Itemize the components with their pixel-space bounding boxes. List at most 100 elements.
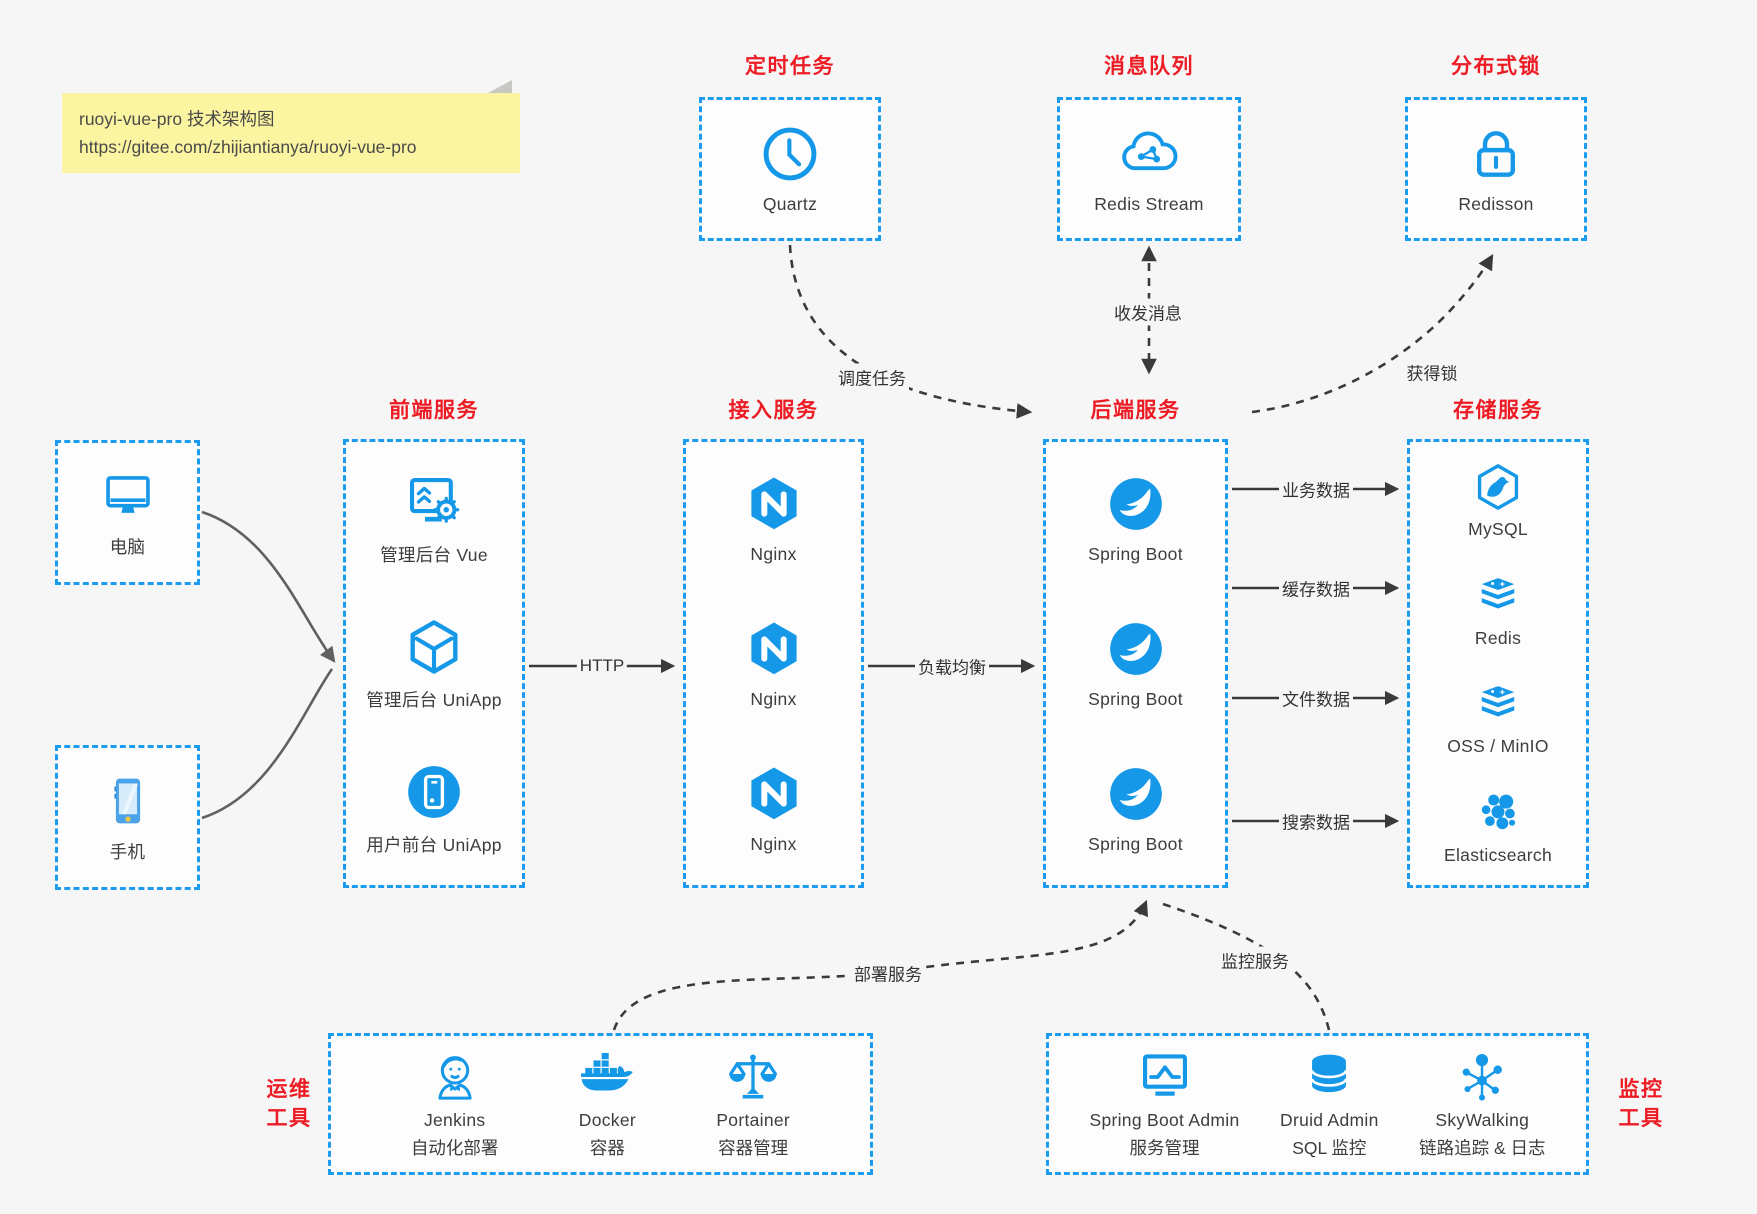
edge-label-search-data: 搜索数据 bbox=[1279, 807, 1353, 835]
node-label: MySQL bbox=[1468, 518, 1528, 539]
scales-icon bbox=[729, 1054, 778, 1099]
edge-label-monitor: 监控服务 bbox=[1218, 946, 1292, 974]
node-pc: 电脑 bbox=[99, 467, 157, 559]
distributed-lock-box: Redisson bbox=[1405, 97, 1587, 241]
node-label: Redisson bbox=[1458, 194, 1534, 214]
node-oss-minio: OSS / MinIO bbox=[1447, 678, 1549, 757]
padlock-icon bbox=[1476, 131, 1515, 177]
monitoring-tools-title: 监控 工具 bbox=[1618, 1078, 1664, 1130]
note-title: ruoyi-vue-pro 技术架构图 bbox=[79, 109, 275, 129]
edge-label-cache-data: 缓存数据 bbox=[1279, 574, 1353, 602]
nginx-icon bbox=[750, 622, 797, 674]
node-label: 电脑 bbox=[109, 536, 146, 557]
ops-tools-box: Jenkins 自动化部署 Docker 容器 bbox=[328, 1033, 873, 1175]
node-label: Elasticsearch bbox=[1444, 845, 1552, 866]
edge-label-acquire-lock: 获得锁 bbox=[1403, 358, 1461, 386]
node-phone: 手机 bbox=[99, 772, 157, 864]
elasticsearch-icon bbox=[1481, 794, 1516, 830]
node-springboot-3: Spring Boot bbox=[1088, 763, 1183, 855]
node-sublabel: 容器 bbox=[589, 1138, 625, 1158]
node-admin-uniapp: 管理后台 UniApp bbox=[366, 616, 502, 712]
node-jenkins: Jenkins 自动化部署 bbox=[410, 1048, 499, 1160]
node-graph-icon bbox=[1462, 1054, 1503, 1101]
node-label: Spring Boot Admin bbox=[1089, 1110, 1240, 1130]
node-docker: Docker 容器 bbox=[578, 1048, 636, 1160]
group-title-frontend: 前端服务 bbox=[389, 399, 479, 422]
node-druid-admin: Druid Admin SQL 监控 bbox=[1280, 1048, 1379, 1160]
docker-whale-icon bbox=[581, 1052, 634, 1091]
nginx-icon bbox=[750, 477, 797, 529]
node-nginx-2: Nginx bbox=[743, 618, 805, 710]
node-mysql: MySQL bbox=[1468, 461, 1528, 540]
edge-schedule-task bbox=[788, 244, 1033, 419]
node-sublabel: 自动化部署 bbox=[410, 1138, 499, 1158]
edge-phone-to-frontend bbox=[201, 668, 334, 820]
node-redis: Redis bbox=[1472, 570, 1524, 649]
spring-boot-icon bbox=[1109, 622, 1162, 675]
spring-boot-icon bbox=[1109, 767, 1162, 820]
group-title-storage: 存储服务 bbox=[1453, 399, 1543, 422]
node-label: Nginx bbox=[750, 833, 797, 854]
node-label: 管理后台 Vue bbox=[380, 544, 488, 565]
cloud-network-icon bbox=[1122, 131, 1178, 171]
edge-label-file-data: 文件数据 bbox=[1279, 684, 1353, 712]
node-label: Redis bbox=[1474, 627, 1522, 648]
node-nginx-1: Nginx bbox=[743, 473, 805, 565]
clock-icon bbox=[763, 127, 817, 181]
note-fold-corner bbox=[488, 80, 512, 93]
nginx-icon bbox=[750, 767, 797, 819]
monitoring-tools-box: Spring Boot Admin 服务管理 Druid Admin SQL 监… bbox=[1046, 1033, 1589, 1175]
node-nginx-3: Nginx bbox=[743, 763, 805, 855]
node-label: Spring Boot bbox=[1088, 543, 1183, 564]
node-label: Portainer bbox=[716, 1110, 791, 1130]
mysql-dolphin-icon bbox=[1477, 464, 1519, 510]
message-queue-box: Redis Stream bbox=[1057, 97, 1241, 241]
node-label: Quartz bbox=[762, 194, 818, 214]
group-title-scheduled-task: 定时任务 bbox=[745, 55, 835, 78]
storage-stack-icon bbox=[1481, 686, 1515, 717]
edge-label-deploy: 部署服务 bbox=[851, 959, 925, 987]
node-label: Redis Stream bbox=[1094, 194, 1204, 214]
node-sublabel: 容器管理 bbox=[718, 1138, 789, 1158]
node-sublabel: 服务管理 bbox=[1129, 1138, 1200, 1158]
gateway-services-box: Nginx Nginx Nginx bbox=[683, 439, 864, 888]
node-redisson: Redisson bbox=[1458, 123, 1533, 215]
node-label: Nginx bbox=[750, 688, 797, 709]
node-springboot-1: Spring Boot bbox=[1088, 473, 1183, 565]
node-sublabel: SQL 监控 bbox=[1292, 1138, 1367, 1158]
node-label: Nginx bbox=[750, 543, 797, 564]
node-label: Spring Boot bbox=[1088, 833, 1183, 854]
ops-tools-title: 运维 工具 bbox=[266, 1078, 312, 1130]
admin-monitor-gear-icon bbox=[409, 477, 460, 523]
node-springboot-admin: Spring Boot Admin 服务管理 bbox=[1089, 1048, 1239, 1160]
node-user-uniapp: 用户前台 UniApp bbox=[366, 761, 502, 857]
spring-boot-icon bbox=[1109, 477, 1162, 530]
node-elasticsearch: Elasticsearch bbox=[1444, 787, 1552, 866]
admin-chart-monitor-icon bbox=[1142, 1054, 1187, 1096]
node-label: Spring Boot bbox=[1088, 688, 1183, 709]
note-url: https://gitee.com/zhijiantianya/ruoyi-vu… bbox=[79, 137, 417, 157]
edge-pc-to-frontend bbox=[201, 510, 336, 663]
storage-services-box: MySQL Redis bbox=[1407, 439, 1589, 888]
edge-label-load-balance: 负载均衡 bbox=[915, 652, 989, 680]
uniapp-box-icon bbox=[410, 619, 458, 674]
edge-acquire-lock bbox=[1251, 253, 1494, 414]
edge-label-http: HTTP bbox=[576, 655, 628, 677]
node-skywalking: SkyWalking 链路追踪 & 日志 bbox=[1419, 1048, 1546, 1160]
desktop-computer-icon bbox=[105, 475, 150, 513]
node-label: Jenkins bbox=[423, 1110, 486, 1130]
node-springboot-2: Spring Boot bbox=[1088, 618, 1183, 710]
database-cylinder-icon bbox=[1311, 1054, 1348, 1093]
group-title-message-queue: 消息队列 bbox=[1104, 55, 1194, 78]
group-title-gateway: 接入服务 bbox=[728, 399, 819, 422]
node-label: 管理后台 UniApp bbox=[366, 689, 502, 710]
mobile-client-box: 手机 bbox=[55, 745, 200, 890]
redis-stack-icon bbox=[1481, 577, 1515, 609]
node-admin-vue: 管理后台 Vue bbox=[380, 471, 488, 567]
node-label: SkyWalking bbox=[1435, 1110, 1530, 1130]
edge-label-messages: 收发消息 bbox=[1111, 298, 1185, 326]
node-sublabel: 链路追踪 & 日志 bbox=[1419, 1138, 1546, 1158]
node-label: 手机 bbox=[109, 841, 146, 862]
backend-services-box: Spring Boot Spring Boot Spring Boot bbox=[1043, 439, 1228, 888]
